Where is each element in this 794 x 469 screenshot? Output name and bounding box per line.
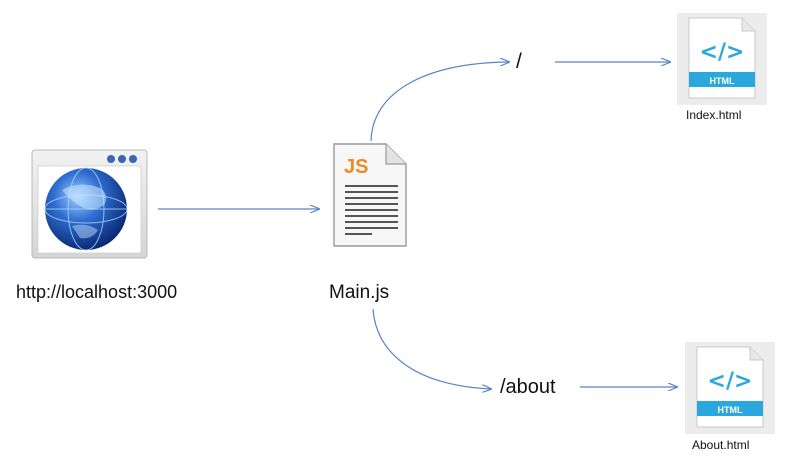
about-code-glyph: </> — [708, 369, 753, 394]
main-js-label: Main.js — [329, 282, 390, 303]
about-route-label: /about — [500, 376, 556, 398]
root-route-label: / — [516, 50, 522, 73]
index-code-glyph: </> — [700, 40, 745, 65]
html-file-icon-about — [685, 342, 775, 434]
browser-globe-icon — [31, 149, 148, 259]
js-badge: JS — [344, 156, 368, 178]
arrow-main-to-about-route — [372, 308, 491, 389]
about-html-badge: HTML — [718, 405, 743, 415]
index-html-badge: HTML — [710, 76, 735, 86]
about-html-label: About.html — [692, 438, 750, 452]
html-file-icon-index — [677, 13, 767, 105]
arrow-main-to-root-route — [370, 62, 509, 142]
javascript-file-icon — [333, 143, 407, 247]
browser-url-label: http://localhost:3000 — [16, 282, 178, 302]
index-html-label: Index.html — [686, 108, 742, 122]
